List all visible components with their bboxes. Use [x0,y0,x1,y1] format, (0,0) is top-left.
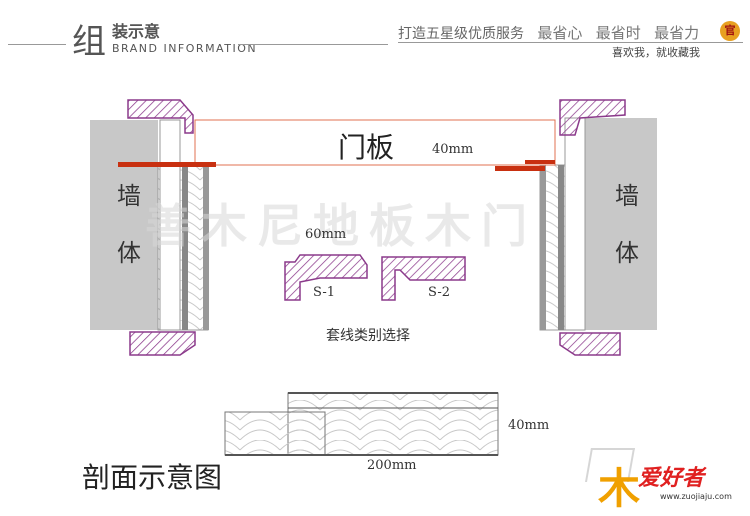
watermark-text: 善木尼地板木门 [145,199,537,253]
left-red-bar [118,162,216,167]
casing-s1-label: S-1 [313,285,336,300]
left-wall [90,120,158,330]
section-board-left [224,411,326,456]
slogan-3: 最省力 [654,24,700,42]
right-red-bar [495,166,545,171]
left-top-casing [127,99,194,134]
slogan-main: 打造五星级优质服务 [398,26,524,42]
slogan-1: 最省心 [537,24,583,42]
casing-type-label: 套线类别选择 [326,328,410,344]
slogan-2: 最省时 [595,24,641,42]
logo-text: 爱好者 [638,466,705,491]
header-title-big: 组 [72,22,106,62]
header-title-small: 装示意 [112,22,161,41]
header-rule-mid [238,44,388,45]
left-wall-label-2: 体 [117,239,141,267]
logo-char: 木 [598,464,641,513]
logo-url: www.zuojiaju.com [660,492,732,501]
right-jamb-line-2 [540,165,546,330]
right-wall [585,118,657,330]
right-top-casing [559,99,626,136]
right-wall-label-2: 体 [615,239,639,267]
header-title-en: BRAND INFORMATION [112,42,258,55]
door-panel-label: 门板 [338,131,395,164]
casing-width-label: 60mm [305,227,347,242]
right-bottom-casing [559,332,621,356]
door-panel [194,119,556,166]
casing-s1-profile [284,254,368,301]
door-thickness-label: 40mm [432,142,474,157]
right-wall-label-1: 墙 [615,182,639,210]
section-thickness-label: 40mm [508,418,550,433]
left-jamb-line [182,165,188,330]
header-slogan: 打造五星级优质服务 最省心 最省时 最省力 [398,22,699,43]
right-jamb-line [558,165,564,330]
left-wall-label-1: 墙 [117,182,141,210]
section-title: 剖面示意图 [82,461,223,494]
left-jamb-line-2 [203,165,209,330]
header-sub: 喜欢我，就收藏我 [612,46,700,59]
casing-s2-profile [381,256,466,301]
left-jamb [159,119,181,331]
left-bottom-casing [129,331,196,356]
right-jamb [564,117,586,331]
casing-s2-label: S-2 [428,285,451,300]
header-rule-right [398,42,743,43]
brand-badge-icon: 官 [720,21,740,41]
right-red-bar-2 [525,160,555,164]
header-rule-left [8,44,66,45]
section-width-label: 200mm [367,458,417,473]
